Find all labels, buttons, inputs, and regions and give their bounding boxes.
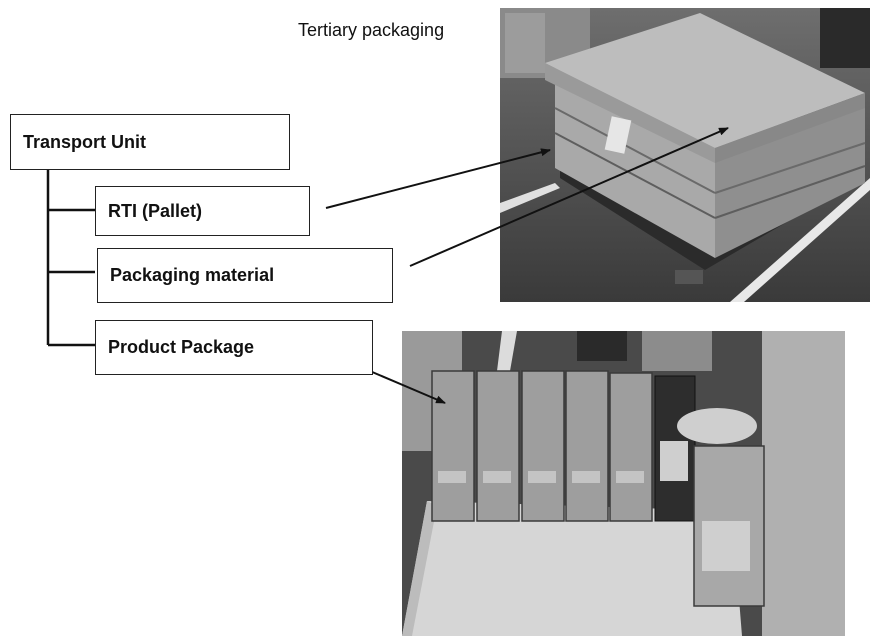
- packaging-material-box: Packaging material: [97, 248, 393, 303]
- arrow-packaging-to-lid: [409, 127, 729, 267]
- transport-unit-box: Transport Unit: [10, 114, 290, 170]
- product-package-box: Product Package: [95, 320, 373, 375]
- boxes-photo: [402, 331, 845, 636]
- pallet-photo: [500, 8, 870, 302]
- rti-pallet-box: RTI (Pallet): [95, 186, 310, 236]
- product-package-label: Product Package: [108, 337, 255, 357]
- tertiary-packaging-caption: Tertiary packaging: [298, 20, 445, 40]
- rti-pallet-label: RTI (Pallet): [108, 200, 203, 221]
- transport-unit-label: Transport Unit: [23, 131, 147, 152]
- packaging-material-label: Packaging material: [110, 265, 275, 285]
- arrow-rti-to-pallet: [325, 148, 551, 209]
